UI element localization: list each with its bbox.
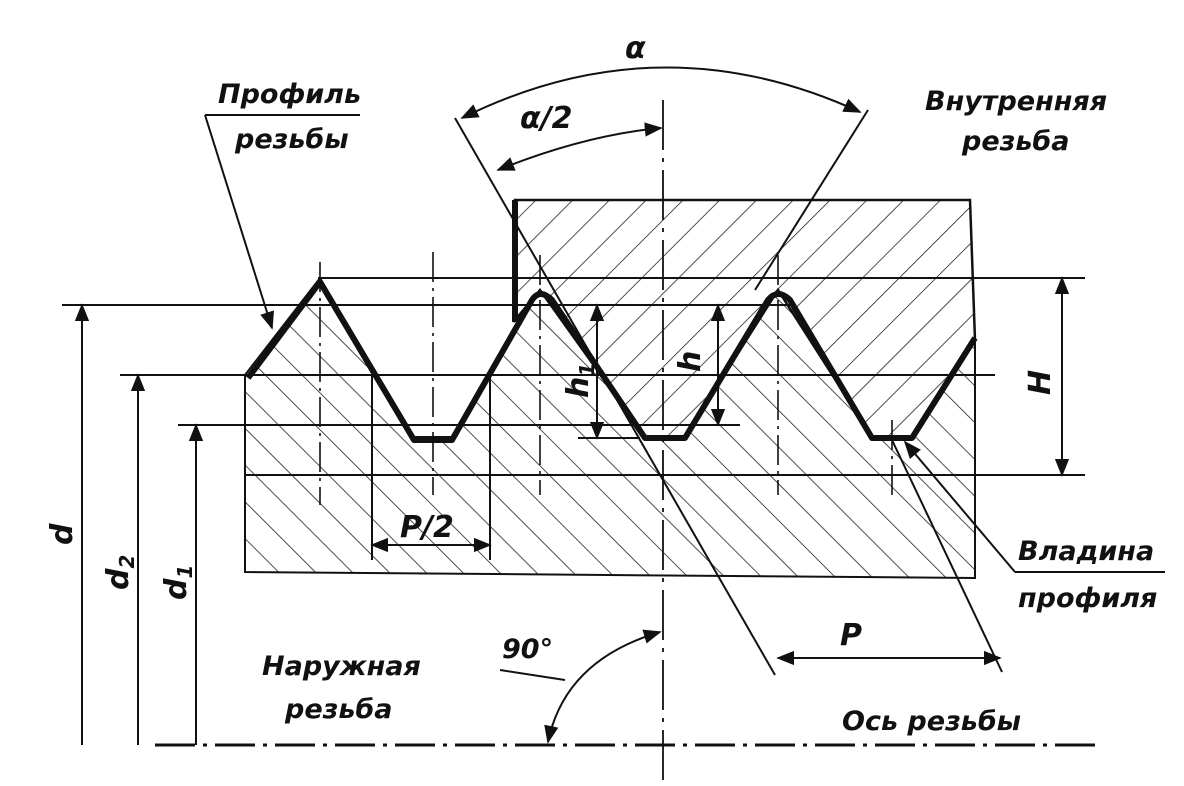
root-leader: [903, 440, 1016, 573]
thread-profile-label-2: резьбы: [234, 124, 349, 155]
right-angle-arc: [544, 629, 662, 744]
root-profile-label-1: Владина: [1018, 536, 1154, 567]
d1-label: d1: [159, 565, 197, 600]
h1-label: h1: [561, 363, 599, 398]
alpha-ext-line-left: [454, 117, 776, 676]
half-alpha-arc: [496, 122, 663, 171]
thread-profile-label-1: Профиль: [218, 79, 361, 110]
h1-main: h: [561, 377, 596, 398]
alpha-ext-line-right: [754, 109, 869, 291]
external-thread-label-1: Наружная: [262, 651, 421, 682]
right-angle-label: 90°: [502, 634, 553, 665]
h1-sub: 1: [575, 363, 599, 377]
root-profile-label-2: профиля: [1018, 583, 1157, 614]
thread-profile-line: [245, 279, 978, 443]
pitch-ext-line: [891, 439, 1003, 673]
h-label: h: [673, 351, 708, 372]
d2-sub: 2: [115, 555, 139, 569]
internal-thread-label-2: резьба: [961, 126, 1069, 157]
half-pitch-label: P/2: [400, 510, 454, 545]
internal-thread-label-1: Внутренняя: [925, 86, 1107, 117]
H-label: H: [1023, 370, 1058, 395]
d2-label: d2: [101, 555, 139, 590]
half-alpha-label: α/2: [520, 101, 572, 136]
thread-axis-label: Ось резьбы: [842, 706, 1021, 737]
external-thread-label-2: резьба: [284, 694, 392, 725]
profile-leader: [204, 114, 275, 330]
d-label: d: [45, 523, 80, 545]
d2-main: d: [101, 568, 136, 590]
d1-main: d: [159, 578, 194, 600]
d1-sub: 1: [173, 565, 197, 579]
right-angle-leader: [499, 669, 566, 681]
pitch-label: P: [840, 618, 862, 653]
alpha-label: α: [625, 31, 646, 66]
alpha-arc: [460, 66, 862, 119]
